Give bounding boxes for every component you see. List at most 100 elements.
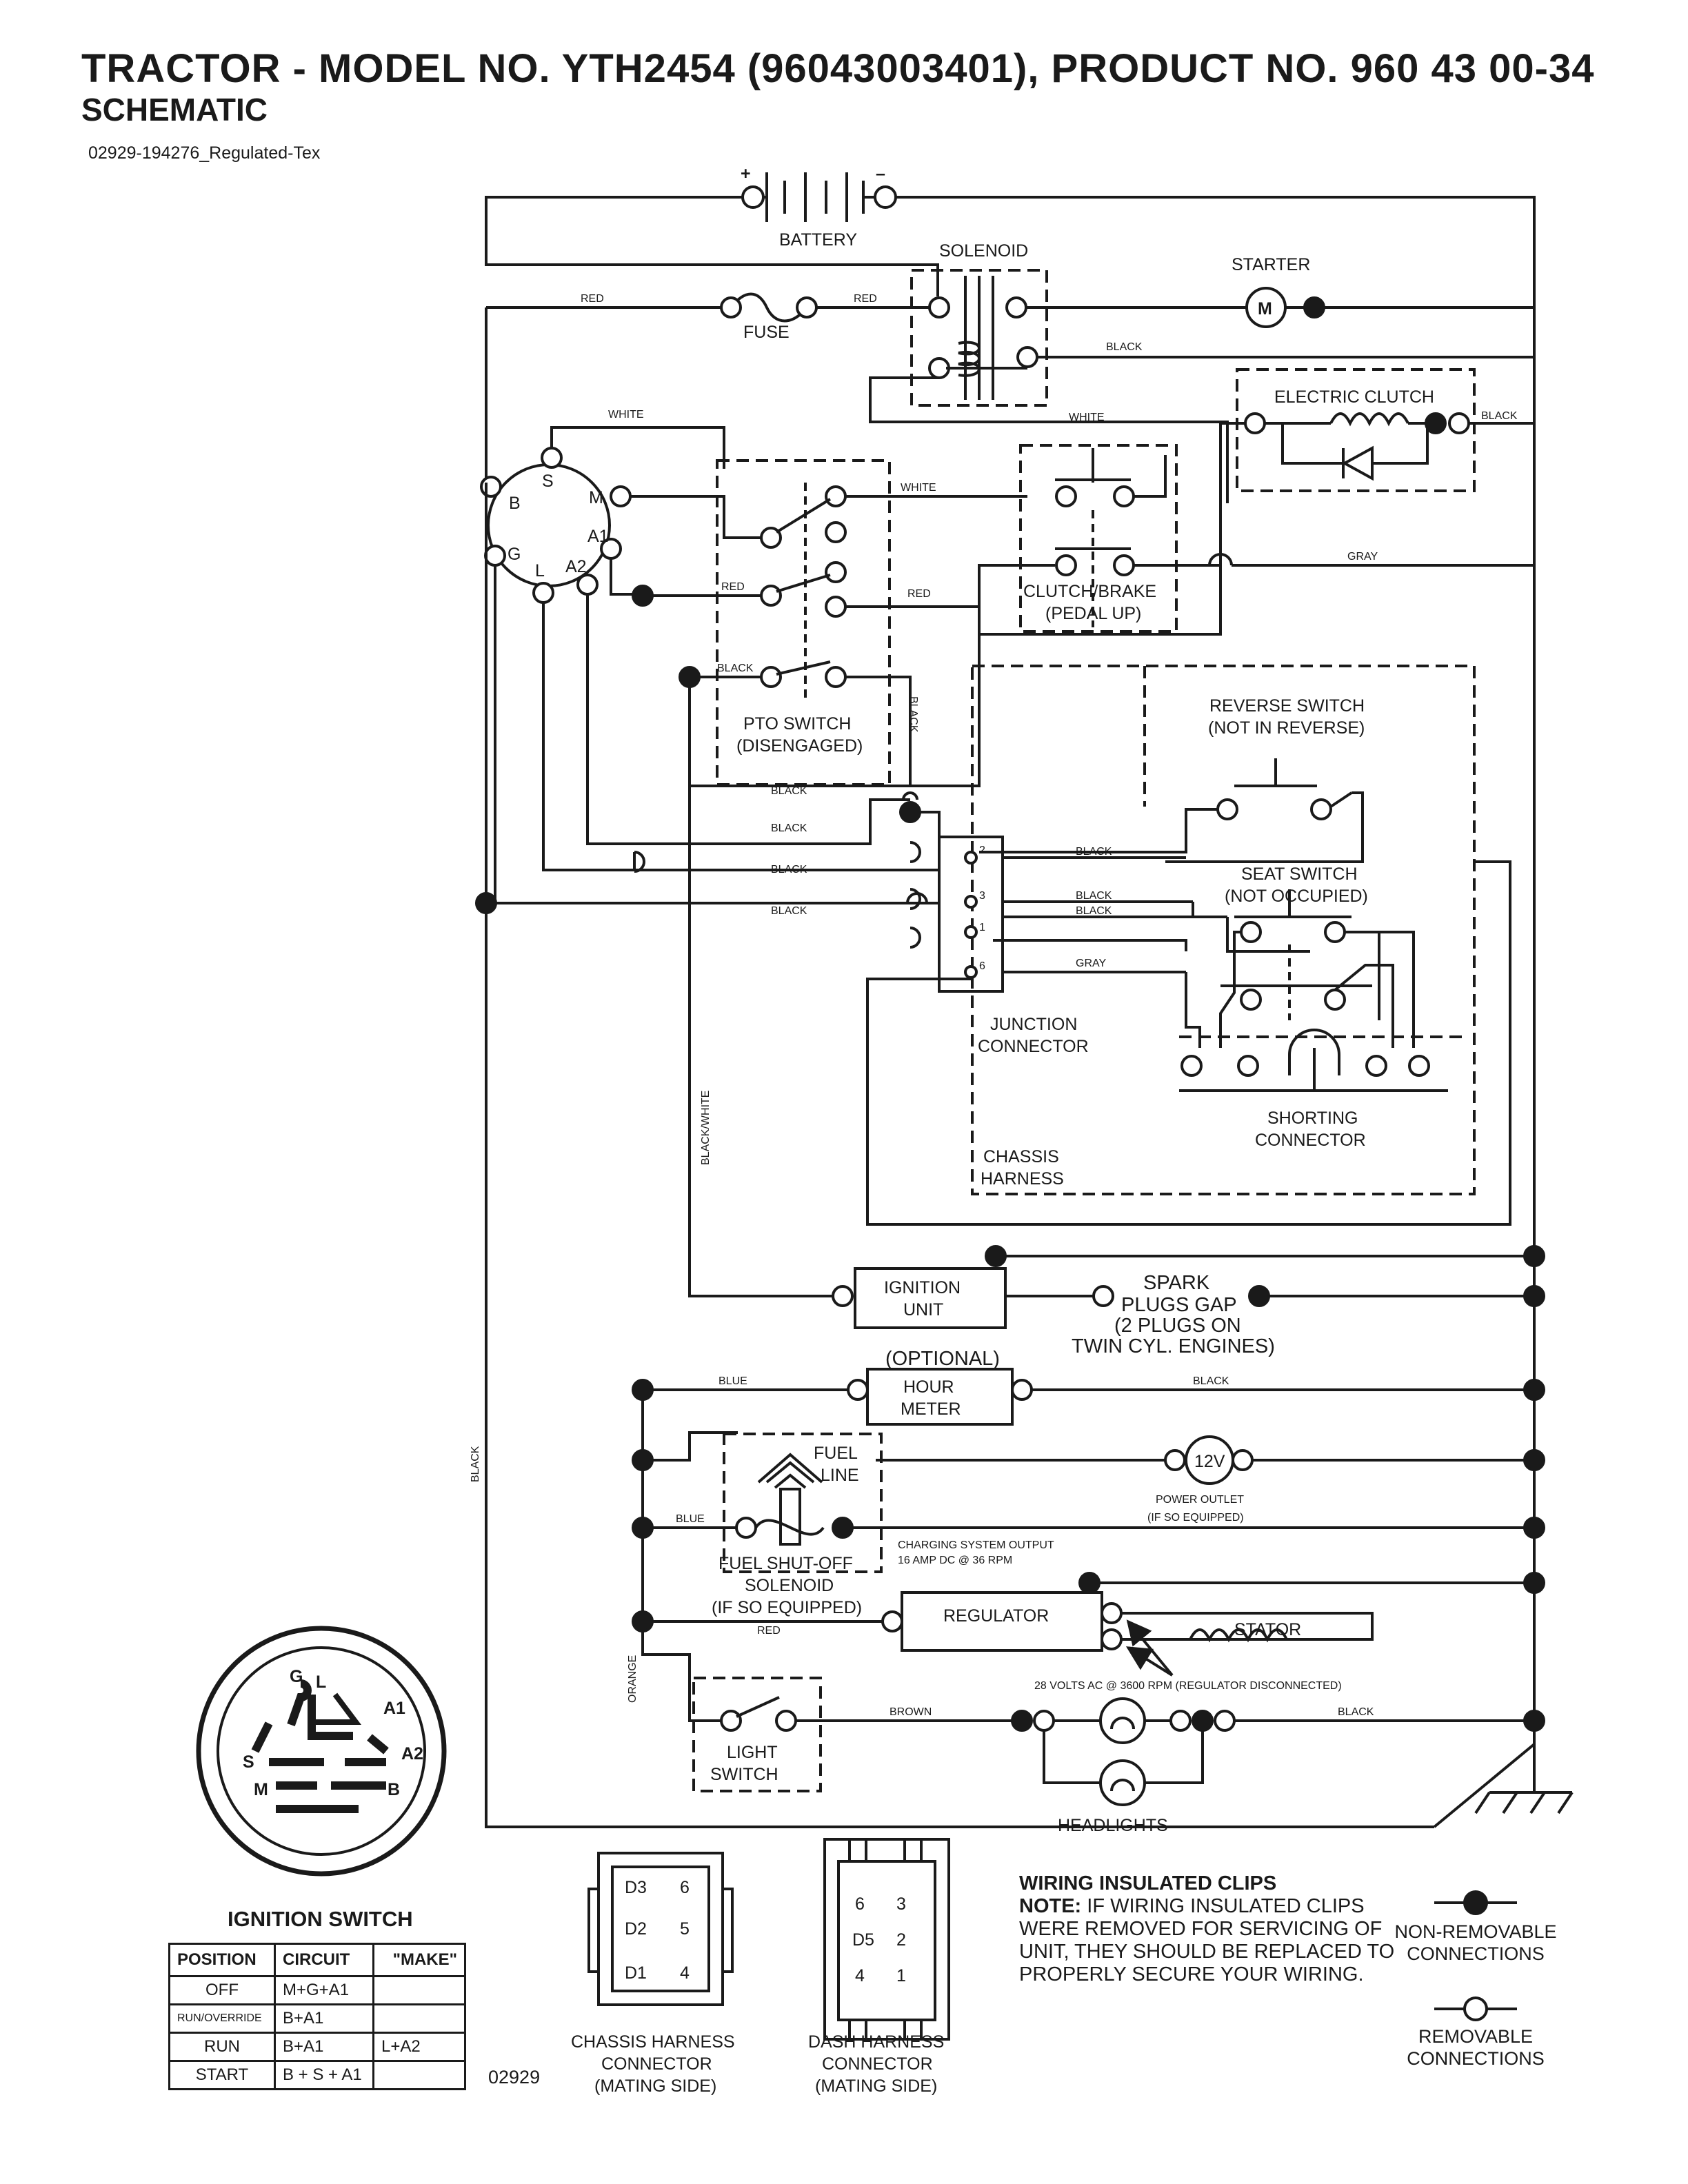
charging-output-label: CHARGING SYSTEM OUTPUT (898, 1539, 1054, 1551)
circuit-cell: M+G+A1 (274, 1975, 374, 2005)
seat-switch-state: (NOT OCCUPIED) (1225, 887, 1368, 906)
wire-gray-label: GRAY (1076, 958, 1106, 969)
dash-pin-6: 6 (855, 1894, 865, 1914)
junction-pin-6: 6 (979, 960, 985, 972)
wire-black-label: BLACK (1481, 410, 1518, 422)
dash-connector-caption-2: CONNECTOR (822, 2054, 933, 2074)
circuit-cell: B + S + A1 (274, 2060, 374, 2090)
fuel-solenoid-label-2: SOLENOID (745, 1576, 834, 1595)
chassis-pin-d2: D2 (625, 1919, 647, 1939)
ignition-unit-label-2: UNIT (903, 1300, 943, 1320)
table-row: RUN B+A1 L+A2 (168, 2032, 466, 2062)
electric-clutch-label: ELECTRIC CLUTCH (1274, 387, 1434, 407)
circuit-cell: B+A1 (274, 2003, 374, 2034)
note-heading: WIRING INSULATED CLIPS (1019, 1872, 1277, 1894)
ign-terminal-b: B (509, 494, 521, 513)
battery-symbol (741, 172, 897, 222)
hour-meter-label: HOUR (903, 1377, 954, 1397)
page-subtitle: SCHEMATIC (81, 92, 268, 128)
chassis-harness-connector-drawing (587, 1852, 734, 2006)
legend-non-removable: NON-REMOVABLE CONNECTIONS (1372, 1921, 1579, 1965)
ign-terminal-l: L (535, 561, 545, 580)
dash-connector-caption: DASH HARNESS (808, 2032, 944, 2052)
ign-terminal-g: G (508, 545, 521, 564)
chassis-pin-6: 6 (680, 1878, 690, 1897)
wire-red-label: RED (854, 293, 877, 305)
wire-white-label: WHITE (901, 482, 936, 494)
hour-meter-label-2: METER (901, 1399, 961, 1419)
chassis-connector-caption-2: CONNECTOR (601, 2054, 712, 2074)
make-cell (372, 2003, 466, 2034)
clutch-brake-label: CLUTCH/BRAKE (1023, 582, 1156, 601)
wire-black-label: BLACK (1076, 890, 1112, 902)
optional-label: (OPTIONAL) (885, 1348, 1000, 1370)
page-title: TRACTOR - MODEL NO. YTH2454 (96043003401… (81, 46, 1595, 91)
wire-blue-label: BLUE (719, 1375, 747, 1387)
fuel-line-label: FUEL (814, 1444, 858, 1463)
column-header: "MAKE" (372, 1943, 466, 1977)
wire-black-label: BLACK (717, 663, 754, 674)
wire-black-label: BLACK (907, 696, 919, 733)
chassis-harness-label: CHASSIS (983, 1147, 1059, 1166)
fuse-label: FUSE (743, 323, 790, 342)
dash-pin-3: 3 (896, 1894, 906, 1914)
legend-removable-line1: REMOVABLE (1418, 2026, 1534, 2047)
legend-removable: REMOVABLE CONNECTIONS (1372, 2025, 1579, 2070)
wire-black-label: BLACK (1076, 846, 1112, 858)
wire-black-label: BLACK (1338, 1706, 1374, 1718)
ign-terminal-s: S (542, 472, 554, 491)
wire-red-label: RED (721, 581, 745, 593)
wire-black-label: BLACK (470, 1446, 481, 1482)
wire-red-label: RED (907, 588, 931, 600)
chassis-connector-caption: CHASSIS HARNESS (571, 2032, 735, 2052)
wire-black-label: BLACK (771, 905, 807, 917)
ignition-unit-label: IGNITION (884, 1278, 961, 1297)
wire-black-label: BLACK (1106, 341, 1143, 353)
wire-gray-label: GRAY (1347, 551, 1378, 563)
starter-label: STARTER (1232, 255, 1310, 274)
power-outlet-note: (IF SO EQUIPPED) (1147, 1512, 1244, 1524)
light-switch-label-2: SWITCH (710, 1765, 778, 1784)
wire-orange-label: ORANGE (627, 1655, 639, 1703)
wire-red-label: RED (757, 1625, 781, 1637)
circuit-cell: B+A1 (274, 2032, 374, 2062)
ign-face-s: S (243, 1752, 254, 1772)
reverse-switch-state: (NOT IN REVERSE) (1208, 718, 1365, 738)
wiring-clips-note: WIRING INSULATED CLIPS NOTE: IF WIRING I… (1019, 1872, 1405, 1986)
position-cell: RUN/OVERRIDE (168, 2003, 276, 2034)
chassis-pin-5: 5 (680, 1919, 690, 1939)
stator-voltage-note: 28 VOLTS AC @ 3600 RPM (REGULATOR DISCON… (1034, 1680, 1342, 1692)
ign-face-a1: A1 (383, 1699, 405, 1718)
wire-black-label: BLACK (1193, 1375, 1229, 1387)
wire-black-white-label: BLACK/WHITE (700, 1091, 712, 1165)
seat-switch-label: SEAT SWITCH (1241, 865, 1358, 884)
wire-black-label: BLACK (771, 785, 807, 797)
legend-non-removable-line2: CONNECTIONS (1407, 1943, 1545, 1964)
ign-face-g: G (290, 1667, 303, 1686)
position-cell: OFF (168, 1975, 276, 2005)
fuel-solenoid-label-3: (IF SO EQUIPPED) (712, 1598, 862, 1617)
dash-harness-connector-drawing (823, 1838, 950, 2041)
starter-motor-symbol: M (1258, 299, 1272, 318)
note-label: NOTE: (1019, 1895, 1082, 1917)
position-cell: START (168, 2060, 276, 2090)
make-cell (372, 2060, 466, 2090)
dash-pin-d5: D5 (852, 1930, 874, 1950)
chassis-harness-label-2: HARNESS (981, 1169, 1064, 1189)
stator-label: STATOR (1234, 1620, 1301, 1639)
column-header: POSITION (168, 1943, 276, 1977)
legend-removable-line2: CONNECTIONS (1407, 2048, 1545, 2069)
regulator-label: REGULATOR (943, 1606, 1049, 1626)
power-outlet-label: POWER OUTLET (1156, 1494, 1244, 1506)
battery-label: BATTERY (779, 230, 857, 250)
ign-face-l: L (316, 1672, 326, 1692)
chassis-pin-d1: D1 (625, 1963, 647, 1983)
table-row: RUN/OVERRIDE B+A1 (168, 2003, 466, 2034)
ign-face-b: B (388, 1780, 400, 1799)
reverse-switch-label: REVERSE SWITCH (1209, 696, 1365, 716)
battery-negative-label: – (876, 164, 885, 183)
spark-plugs-label-4: TWIN CYL. ENGINES) (1072, 1335, 1275, 1357)
chassis-pin-d3: D3 (625, 1878, 647, 1897)
spark-plugs-label-3: (2 PLUGS ON (1114, 1315, 1241, 1337)
junction-pin-3: 3 (979, 890, 985, 902)
